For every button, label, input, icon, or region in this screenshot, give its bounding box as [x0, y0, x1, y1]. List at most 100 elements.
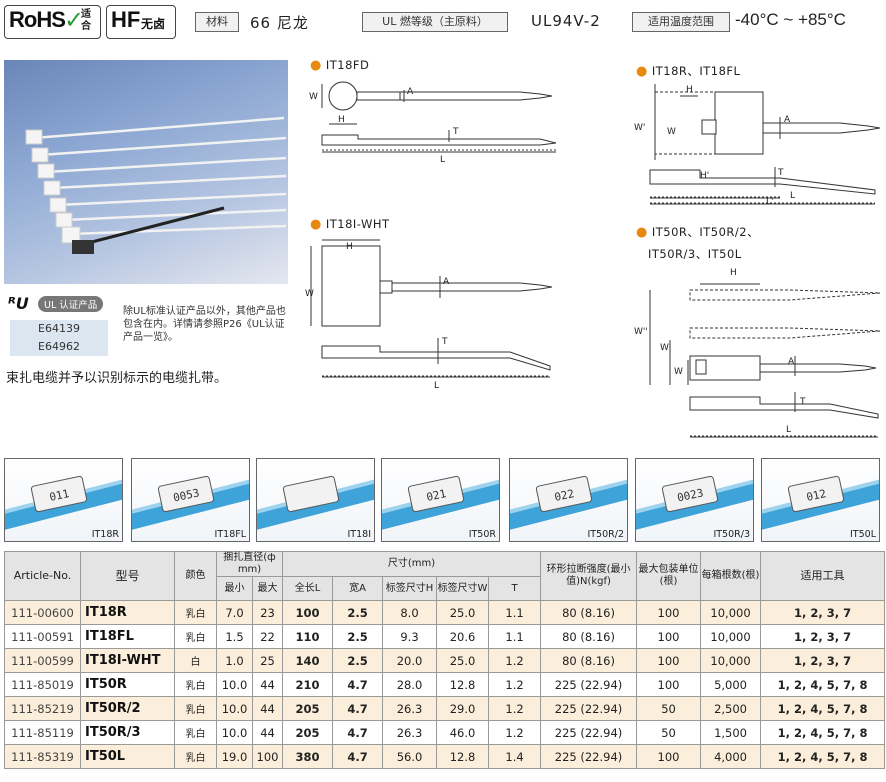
cell-min: 1.0: [216, 648, 253, 673]
cell-article: 111-85019: [4, 672, 81, 697]
cell-T: 1.2: [488, 696, 542, 721]
cell-W: 12.8: [436, 672, 490, 697]
cell-W: 25.0: [436, 648, 490, 673]
material-value: 66 尼龙: [250, 14, 309, 32]
cell-max: 100: [251, 744, 284, 769]
dim-a-2: A: [443, 277, 450, 287]
cell-A: 2.5: [332, 600, 384, 625]
diagram-label-it18r: ●IT18R、IT18FL: [636, 64, 741, 79]
cell-article: 111-85219: [4, 696, 81, 721]
dim-l-3: L: [790, 191, 795, 201]
header-article: Article-No.: [4, 551, 81, 601]
dim-wp-2: W': [660, 343, 671, 353]
material-label: 材料: [195, 12, 239, 32]
cell-H: 26.3: [382, 720, 438, 745]
header-pack: 最大包装单位(根): [636, 551, 702, 601]
cell-A: 4.7: [332, 720, 384, 745]
svg-text:0023: 0023: [676, 486, 705, 504]
cell-T: 1.4: [488, 744, 542, 769]
cell-T: 1.2: [488, 672, 542, 697]
cell-strength: 80 (8.16): [540, 648, 638, 673]
cell-H: 56.0: [382, 744, 438, 769]
cell-min: 10.0: [216, 720, 253, 745]
svg-text:011: 011: [48, 487, 70, 504]
cell-color: 白: [174, 648, 217, 673]
cell-box: 5,000: [700, 672, 762, 697]
thumbnail-label: IT50R/2: [587, 529, 624, 540]
cell-pack: 100: [636, 600, 702, 625]
ul-number-box: E64139 E64962: [10, 320, 108, 356]
diagram-label-it50r-2: IT50R/3、IT50L: [648, 247, 742, 261]
cell-max: 22: [251, 624, 284, 649]
cell-T: 1.1: [488, 624, 542, 649]
hf-text: HF: [111, 7, 141, 32]
svg-text:022: 022: [553, 487, 575, 504]
cell-box: 1,500: [700, 720, 762, 745]
cell-pack: 100: [636, 624, 702, 649]
dim-h-3: H: [686, 85, 693, 95]
cell-article: 111-00600: [4, 600, 81, 625]
cell-strength: 225 (22.94): [540, 672, 638, 697]
cell-W: 25.0: [436, 600, 490, 625]
cell-tools: 1, 2, 4, 5, 7, 8: [760, 672, 886, 697]
cell-H: 26.3: [382, 696, 438, 721]
ul-badge-text: UL 认证产品: [38, 296, 104, 312]
header-t: T: [488, 576, 542, 601]
cell-pack: 100: [636, 744, 702, 769]
cell-W: 29.0: [436, 696, 490, 721]
cell-model: IT50R/2: [80, 696, 175, 721]
bullet-icon: ●: [310, 58, 322, 73]
bullet-icon: ●: [636, 225, 648, 240]
cell-L: 205: [282, 720, 334, 745]
cell-A: 2.5: [332, 624, 384, 649]
cell-strength: 80 (8.16): [540, 600, 638, 625]
cell-box: 10,000: [700, 648, 762, 673]
cell-min: 1.5: [216, 624, 253, 649]
cell-W: 20.6: [436, 624, 490, 649]
header-color: 颜色: [174, 551, 217, 601]
cell-article: 111-00591: [4, 624, 81, 649]
dim-w-2: W: [305, 289, 314, 299]
thumbnail-label: IT18FL: [214, 529, 246, 540]
cell-strength: 225 (22.94): [540, 744, 638, 769]
cell-box: 2,500: [700, 696, 762, 721]
cell-A: 4.7: [332, 672, 384, 697]
rohs-badge: RoHS ✓ 适合: [4, 5, 101, 39]
spec-table: Article-No. 型号 颜色 捆扎直径(ф mm) 尺寸(mm) 环形拉断…: [4, 551, 886, 769]
cell-max: 44: [251, 696, 284, 721]
cell-pack: 50: [636, 720, 702, 745]
cell-article: 111-85119: [4, 720, 81, 745]
header-bundle-min: 最小: [216, 576, 253, 601]
cell-tools: 1, 2, 4, 5, 7, 8: [760, 696, 886, 721]
dim-w-3: W: [667, 127, 676, 137]
dim-h-2: H: [346, 242, 353, 252]
cell-min: 19.0: [216, 744, 253, 769]
dim-lp-1: L': [766, 197, 774, 207]
header-model: 型号: [80, 551, 175, 601]
cell-model: IT18I-WHT: [80, 648, 175, 673]
ul-number-1: E64139: [38, 322, 80, 335]
svg-text:021: 021: [425, 487, 447, 504]
cell-min: 7.0: [216, 600, 253, 625]
cell-H: 28.0: [382, 672, 438, 697]
dim-wp-1: W': [634, 123, 645, 133]
dim-wpp-1: W'': [634, 327, 648, 337]
header-bundle: 捆扎直径(ф mm): [215, 551, 284, 577]
diagram-label-it18fd: ●IT18FD: [310, 58, 370, 73]
cell-strength: 80 (8.16): [540, 624, 638, 649]
cell-max: 25: [251, 648, 284, 673]
dim-t-4: T: [799, 397, 806, 407]
cell-tools: 1, 2, 3, 7: [760, 624, 886, 649]
cell-A: 4.7: [332, 744, 384, 769]
dim-w-4: W: [674, 367, 683, 377]
diagram-label-it18i: ●IT18I-WHT: [310, 217, 390, 232]
dim-hp-1: H': [700, 171, 709, 181]
cell-strength: 225 (22.94): [540, 720, 638, 745]
cell-max: 44: [251, 720, 284, 745]
bullet-icon: ●: [636, 64, 648, 79]
